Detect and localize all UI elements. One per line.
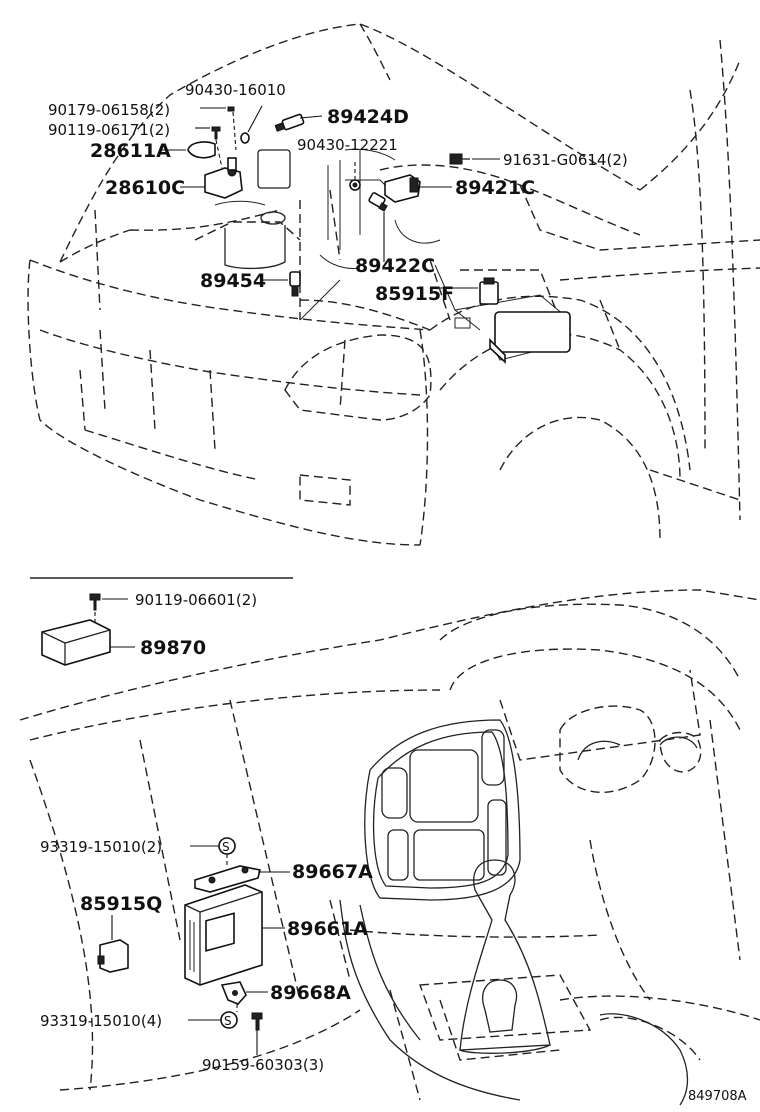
part-28611A-drawing [187,141,216,159]
leader-lines-inset [94,598,135,648]
part-28610C-drawing [204,157,243,199]
label-93319-15010-4: 93319-15010(4) [40,1012,162,1030]
label-89454: 89454 [200,270,266,292]
part-91631-G0614-drawing [449,153,470,165]
label-85915Q: 85915Q [80,893,162,915]
part-90179-06158-drawing [227,106,235,112]
label-89661A: 89661A [287,918,368,940]
engine-bay-components [214,148,571,364]
part-90159-60303-drawing [251,1012,263,1031]
part-85915Q-drawing [97,939,129,973]
label-89668A: 89668A [270,982,351,1004]
diagram-id: 849708A [688,1089,747,1104]
part-89421C-drawing [384,174,421,203]
leader-lines-lower [111,845,290,1055]
label-89421C: 89421C [455,177,535,199]
label-90119-06601: 90119-06601(2) [135,591,257,609]
label-89870: 89870 [140,637,206,659]
label-90430-12221: 90430-12221 [297,136,398,154]
label-90119-06171: 90119-06171(2) [48,121,170,139]
label-89424D: 89424D [327,106,409,128]
leader-lines-upper [160,105,500,289]
part-89661A-drawing [184,884,263,986]
label-90159-60303: 90159-60303(3) [202,1056,324,1074]
part-89668A-drawing [220,981,247,1005]
part-85915F-drawing [479,277,499,305]
center-console [339,719,698,1106]
label-93319-15010-2: 93319-15010(2) [40,838,162,856]
washer-mark-lower: S [224,1014,232,1028]
labels-lower: 93319-15010(2) 89667A 85915Q 89661A 8966… [40,838,373,1074]
label-28611A: 28611A [90,140,171,162]
vehicle-front-outline [27,23,760,546]
label-89422C: 89422C [355,255,435,277]
label-85915F: 85915F [375,283,454,305]
washer-93319-upper: S [218,837,236,855]
part-89870-drawing [41,593,111,666]
washer-mark-upper: S [222,840,230,854]
washer-93319-lower: S [220,1011,238,1029]
part-89422C-drawing [368,192,388,212]
labels-inset: 90119-06601(2) 89870 [135,591,257,659]
labels-upper: 90430-16010 90179-06158(2) 89424D 90119-… [48,81,628,305]
label-91631-G0614: 91631-G0614(2) [503,151,628,169]
label-89667A: 89667A [292,861,373,883]
label-90430-16010: 90430-16010 [185,81,286,99]
label-28610C: 28610C [105,177,185,199]
part-89454-drawing [289,271,301,297]
label-90179-06158: 90179-06158(2) [48,101,170,119]
dashboard-outline [19,589,760,1101]
part-89667A-drawing [194,865,261,893]
part-90430-16010-drawing [240,132,250,144]
part-90430-12221-drawing [349,179,361,191]
part-90119-06171-drawing [211,126,221,140]
part-89424D-drawing [274,113,305,132]
